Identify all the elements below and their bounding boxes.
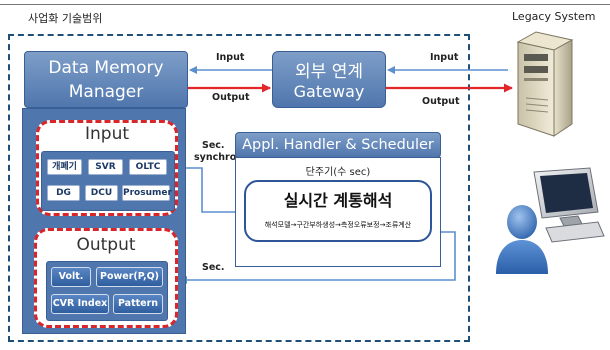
gateway-box: 외부 연계 Gateway bbox=[272, 51, 386, 108]
scope-label: 사업화 기술범위 bbox=[28, 12, 103, 25]
output-item-cvr-index: CVR Index bbox=[51, 294, 109, 314]
gateway-title-line2: Gateway bbox=[293, 82, 365, 101]
sec-connector bbox=[179, 231, 456, 284]
input-group: Input 개폐기 SVR OLTC DG DCU Prosumer bbox=[36, 120, 178, 216]
output-item-volt: Volt. bbox=[51, 267, 91, 287]
output-item-pattern: Pattern bbox=[113, 294, 163, 314]
output-items-panel: Volt. Power(P,Q) CVR Index Pattern bbox=[46, 261, 168, 321]
sec-synchro-label-line1: Sec. bbox=[202, 140, 225, 151]
input-item-prosumer: Prosumer bbox=[122, 185, 172, 201]
dmm-title-line1: Data Memory bbox=[48, 58, 164, 78]
output-group: Output Volt. Power(P,Q) CVR Index Patter… bbox=[34, 228, 178, 328]
input-label-right: Input bbox=[430, 52, 459, 63]
input-items-panel: 개폐기 SVR OLTC DG DCU Prosumer bbox=[41, 151, 175, 211]
dmm-title-line2: Manager bbox=[68, 82, 144, 102]
input-item-switch: 개폐기 bbox=[47, 159, 82, 175]
realtime-analysis-steps: 해석모델→구간부하생성→측정오류보정→조류계산 bbox=[264, 221, 412, 229]
short-period-label: 단주기(수 sec) bbox=[305, 167, 371, 178]
realtime-analysis-box bbox=[244, 180, 432, 242]
input-item-dg: DG bbox=[47, 185, 80, 201]
output-label-left: Output bbox=[212, 92, 250, 103]
input-label-left: Input bbox=[216, 52, 245, 63]
output-group-title: Output bbox=[76, 235, 136, 255]
user-computer-icon bbox=[496, 167, 605, 274]
sec-synchro-label-line2: synchro. bbox=[194, 152, 240, 163]
sec-label: Sec. bbox=[202, 262, 225, 273]
server-icon bbox=[516, 31, 574, 137]
input-item-oltc: OLTC bbox=[129, 159, 167, 175]
gateway-title-line1: 외부 연계 bbox=[295, 62, 363, 82]
input-group-title: Input bbox=[84, 124, 130, 144]
input-item-svr: SVR bbox=[88, 159, 123, 175]
handler-scheduler-header: Appl. Handler & Scheduler bbox=[235, 132, 441, 158]
sec-synchro-connector bbox=[178, 167, 243, 216]
legacy-system-label: Legacy System bbox=[512, 10, 596, 23]
realtime-analysis-title: 실시간 계통해석 bbox=[283, 191, 393, 210]
top-rule bbox=[0, 4, 610, 5]
data-memory-manager-box: Data Memory Manager bbox=[24, 51, 188, 108]
output-label-right: Output bbox=[422, 96, 460, 107]
input-item-dcu: DCU bbox=[85, 185, 118, 201]
technology-scope-boundary bbox=[8, 34, 470, 342]
output-item-power: Power(P,Q) bbox=[96, 267, 163, 287]
